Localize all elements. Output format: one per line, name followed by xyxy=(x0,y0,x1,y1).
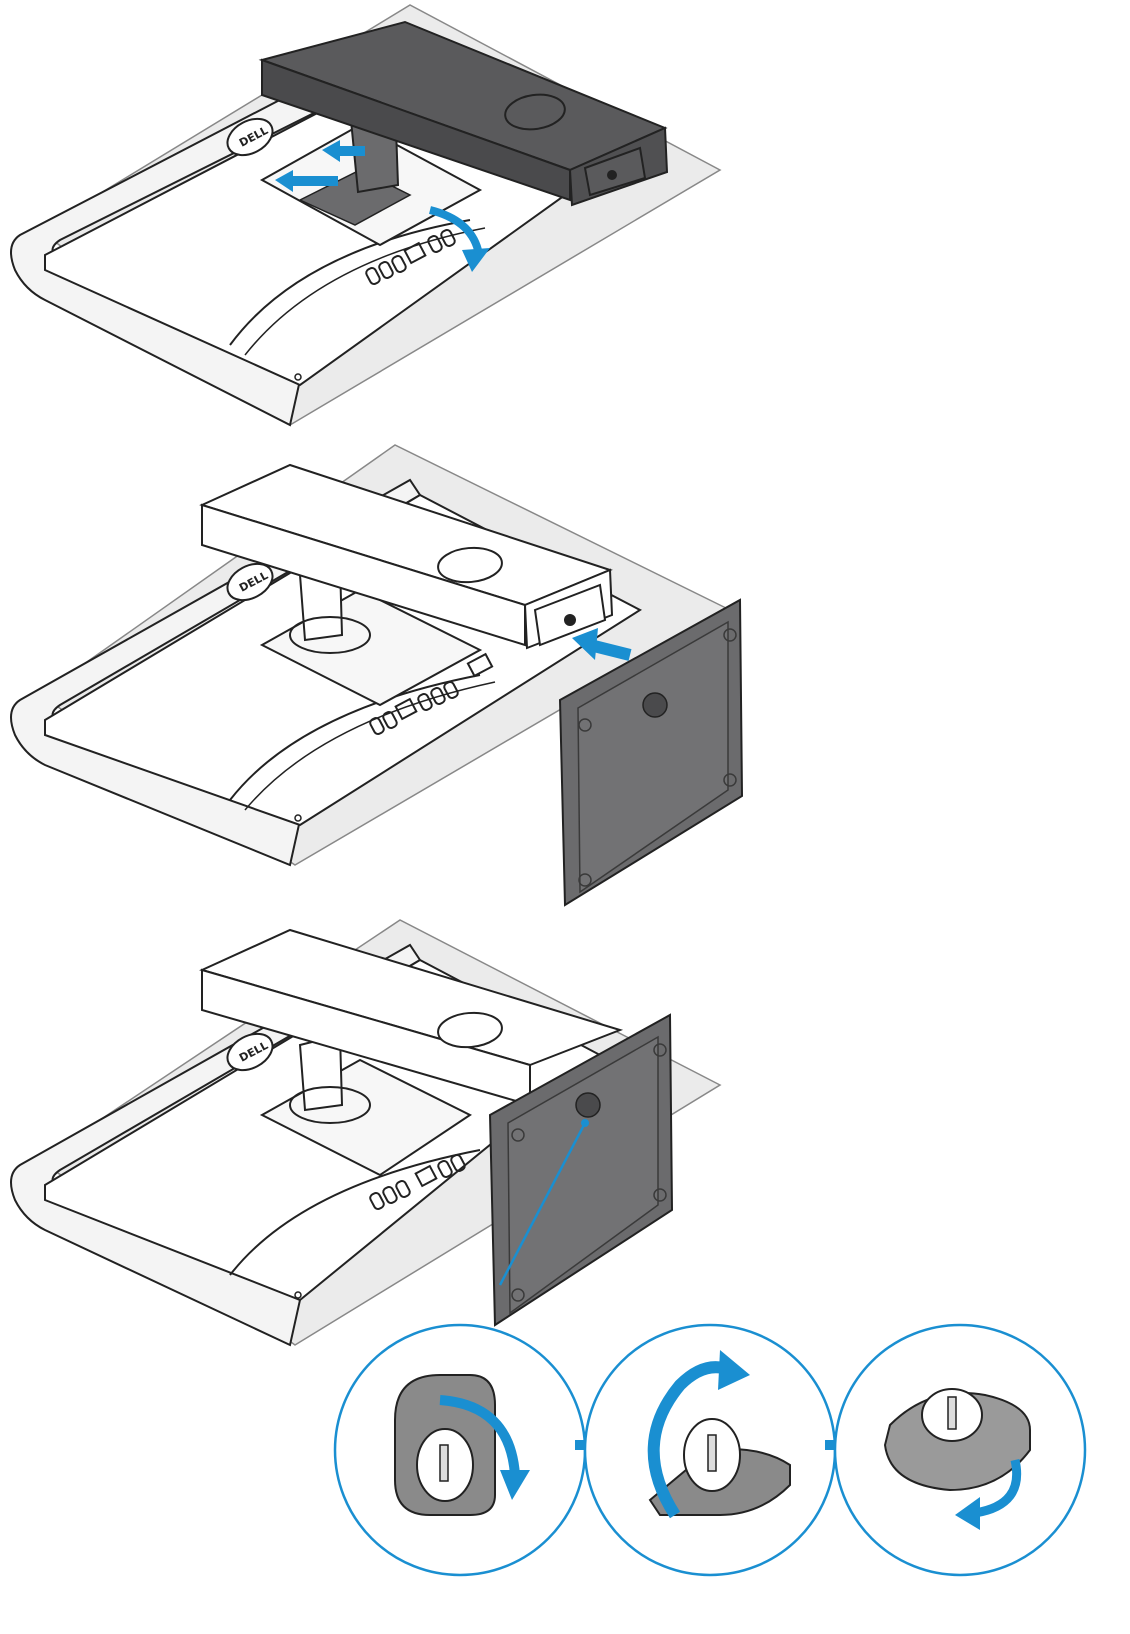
step-1-attach-riser: DELL xyxy=(0,0,1130,440)
step-3-illustration: DELL xyxy=(0,905,1130,1634)
step-3-tighten-screw: DELL xyxy=(0,905,1130,1634)
step-1-illustration: DELL xyxy=(0,0,1130,440)
step-2-illustration: DELL xyxy=(0,440,1130,920)
callout-tighten-screw xyxy=(585,1325,835,1575)
step-2-attach-base: DELL xyxy=(0,440,1130,920)
callout-fold-screw-handle xyxy=(835,1325,1085,1575)
callout-lift-screw-handle xyxy=(335,1325,585,1575)
